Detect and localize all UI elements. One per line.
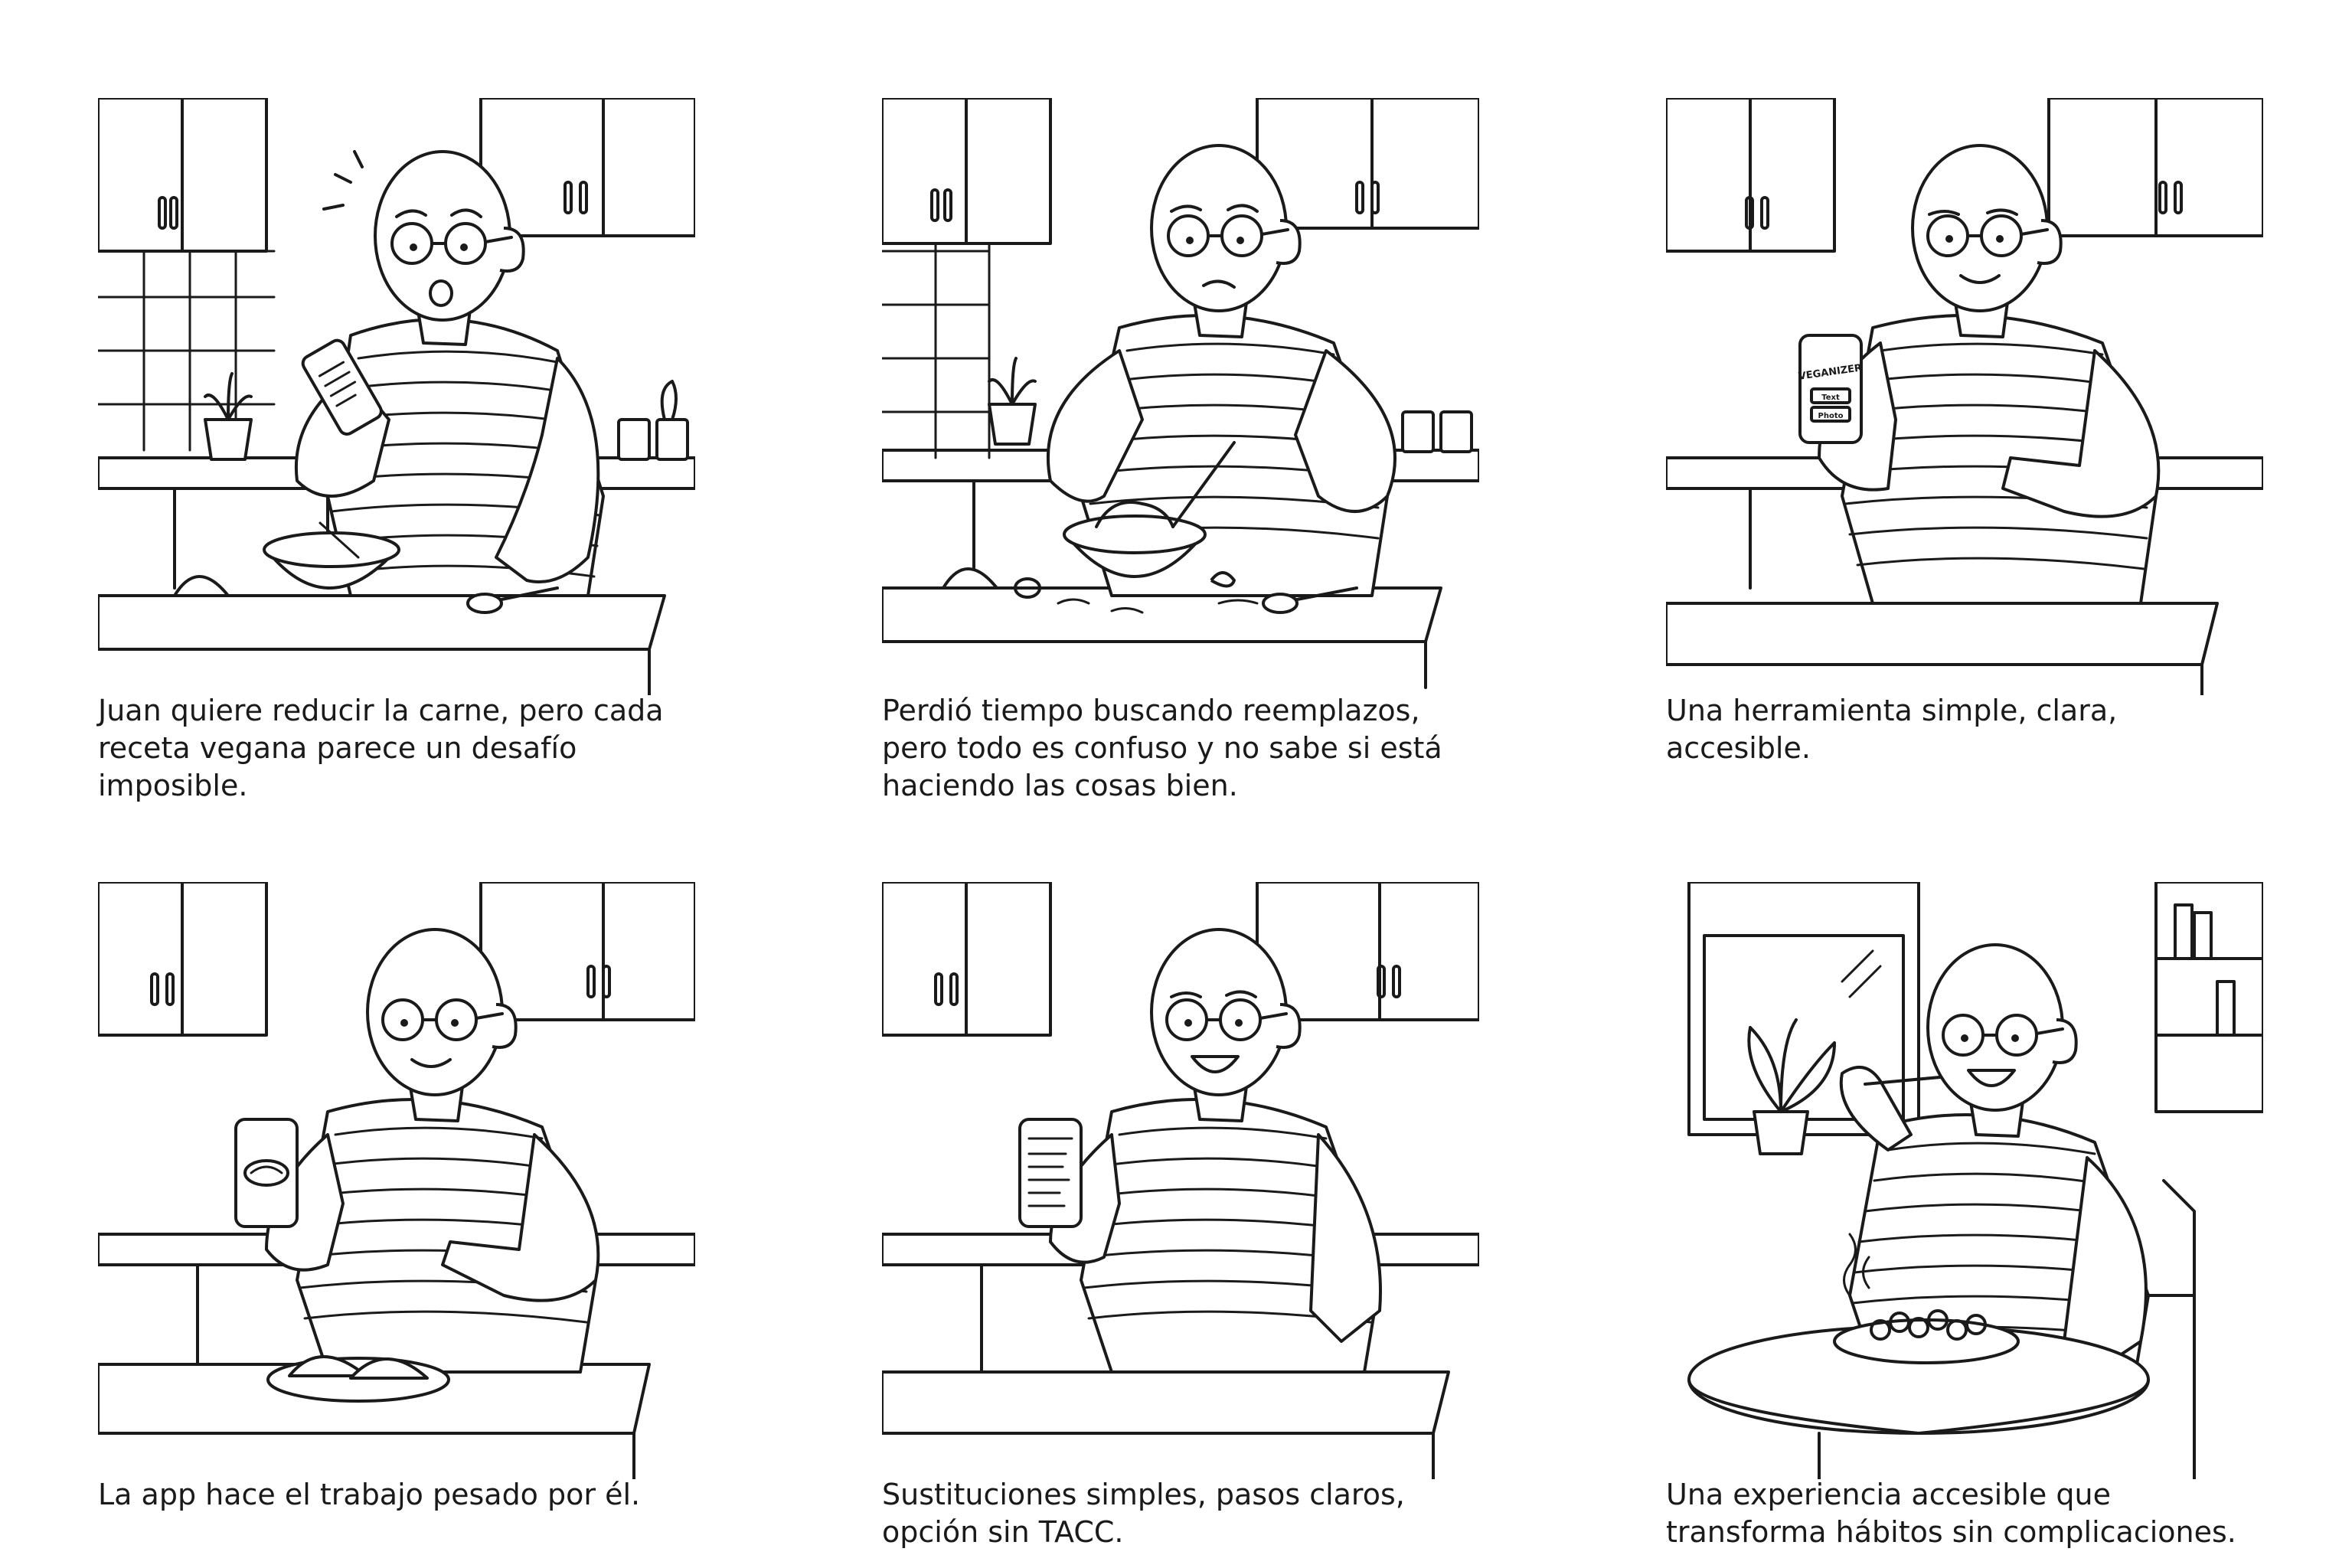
storyboard-panel-4: La app hace el trabajo pesado por él. (98, 882, 695, 1511)
storyboard-panel-3: VEGANIZER Text Photo Una herramienta sim… (1666, 98, 2263, 765)
panel-caption: Una herramienta simple, clara, accesible… (1666, 694, 2118, 765)
storyboard-panel-6: Una experiencia accesible que transforma… (1666, 882, 2263, 1549)
storyboard-panel-2: Perdió tiempo buscando reemplazos, pero … (882, 98, 1479, 802)
veganizer-photo-button: Photo (1818, 412, 1844, 420)
panel-caption: Perdió tiempo buscando reemplazos, pero … (882, 694, 1442, 802)
storyboard-panel-1: Juan quiere reducir la carne, pero cada … (98, 98, 695, 802)
veganizer-text-button: Text (1821, 394, 1840, 402)
panel-4-illustration (98, 882, 695, 1479)
storyboard-panel-5: Sustituciones simples, pasos claros, opc… (882, 882, 1479, 1549)
panel-5-illustration (882, 882, 1479, 1479)
panel-caption: La app hace el trabajo pesado por él. (98, 1478, 641, 1511)
panel-caption: Una experiencia accesible que transforma… (1666, 1478, 2236, 1549)
panel-1-illustration (98, 98, 695, 695)
panel-2-illustration (882, 98, 1479, 689)
panel-3-illustration: VEGANIZER Text Photo (1666, 98, 2263, 695)
panel-6-illustration (1687, 882, 2263, 1479)
panel-caption: Juan quiere reducir la carne, pero cada … (98, 694, 664, 802)
panel-caption: Sustituciones simples, pasos claros, opc… (882, 1478, 1405, 1549)
